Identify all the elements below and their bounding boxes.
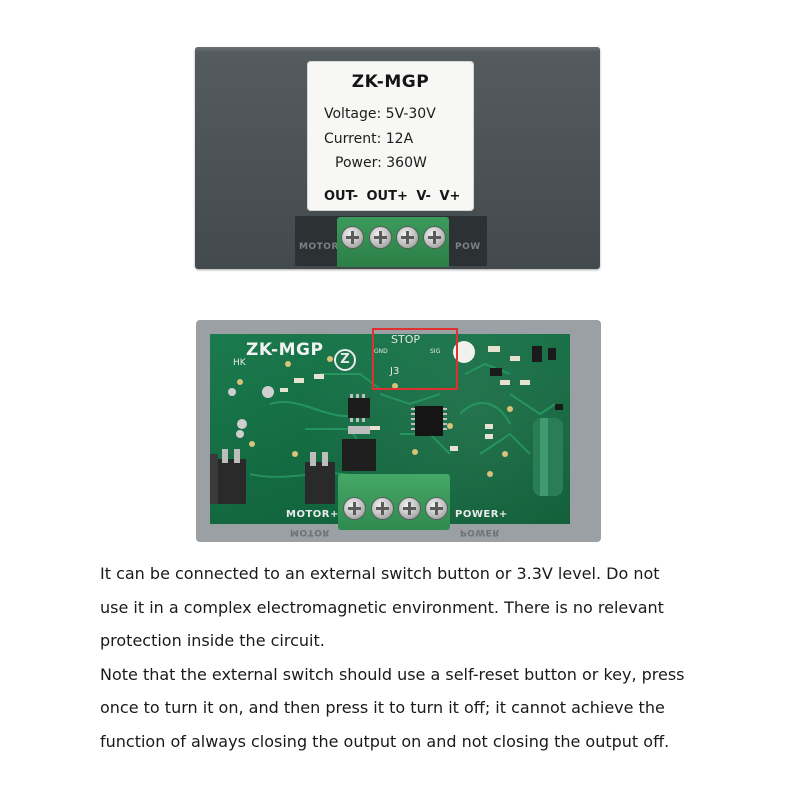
pin-v-plus: V+: [439, 189, 461, 204]
stop-terminal-highlight: [372, 328, 458, 390]
description-line: use it in a complex electromagnetic envi…: [100, 597, 664, 617]
j3-label: J3: [390, 366, 400, 377]
slot-label-power: POW: [455, 242, 481, 252]
label-voltage: Voltage: 5V-30V: [324, 106, 436, 122]
description-line: function of always closing the output on…: [100, 731, 670, 751]
terminal-screw: [370, 227, 391, 248]
pin-v-minus: V-: [416, 189, 431, 204]
terminal-screw: [426, 498, 447, 519]
stop-label: STOP: [391, 333, 420, 346]
enclosure-rim: [195, 47, 600, 53]
label-power: Power: 360W: [335, 155, 427, 171]
description-line: once to turn it on, and then press it to…: [100, 698, 665, 718]
description-line: Note that the external switch should use…: [100, 664, 685, 684]
spec-label: ZK-MGP Voltage: 5V-30V Current: 12A Powe…: [307, 61, 474, 211]
terminal-screw: [342, 227, 363, 248]
motor-mirror-label: MOTOR: [290, 527, 330, 537]
brand-logo-icon: Z: [334, 349, 356, 371]
pin-out-minus: OUT-: [324, 189, 358, 204]
description-text: It can be connected to an external switc…: [100, 557, 750, 759]
terminal-screw: [372, 498, 393, 519]
label-current: Current: 12A: [324, 131, 414, 147]
sig-label: SIG: [430, 348, 441, 355]
label-pins: OUT- OUT+ V- V+: [324, 189, 460, 204]
description-line: It can be connected to an external switc…: [100, 564, 660, 583]
terminal-block-top: [337, 217, 449, 267]
pcb-model-text: ZK-MGP: [246, 340, 324, 360]
terminal-screw: [397, 227, 418, 248]
pcb-traces: [210, 334, 590, 536]
gnd-label: GND: [374, 348, 388, 355]
label-model: ZK-MGP: [351, 72, 430, 92]
pin-out-plus: OUT+: [366, 189, 408, 204]
terminal-block-pcb: [338, 474, 450, 530]
description-line: protection inside the circuit.: [100, 631, 325, 651]
terminal-screw: [399, 498, 420, 519]
slot-label-motor: MOTOR: [299, 242, 339, 252]
power-mirror-label: POWER: [460, 527, 500, 537]
terminal-screw: [344, 498, 365, 519]
motor-plus-label: MOTOR+: [286, 509, 339, 520]
power-plus-label: POWER+: [455, 509, 508, 520]
terminal-screw: [424, 227, 445, 248]
pcb-hk-text: HK: [233, 358, 246, 368]
